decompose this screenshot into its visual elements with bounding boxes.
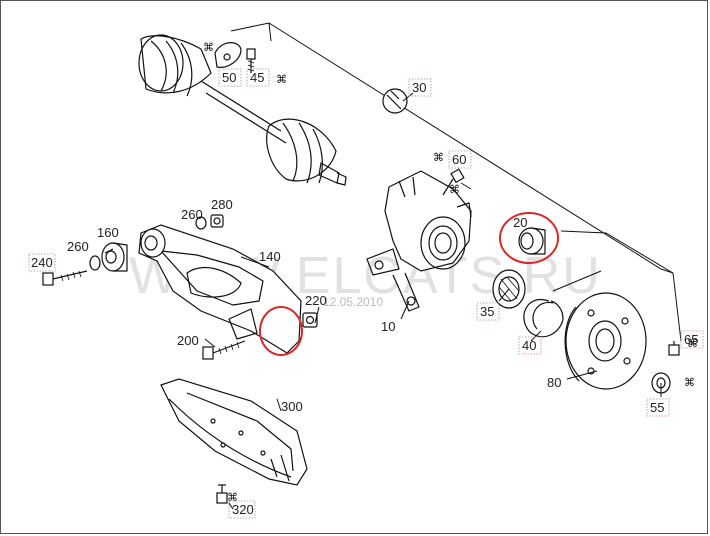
callout-280[interactable]: 280 bbox=[211, 197, 233, 212]
underbody-cover-300[interactable] bbox=[160, 378, 308, 486]
bushing-20[interactable] bbox=[518, 227, 546, 255]
svg-text:⌘: ⌘ bbox=[687, 337, 698, 350]
callout-60[interactable]: 60 bbox=[452, 152, 466, 167]
bushing-160[interactable] bbox=[101, 242, 128, 272]
bolt-200[interactable] bbox=[202, 340, 246, 360]
callout-55[interactable]: 50 bbox=[222, 70, 236, 85]
drive-shaft[interactable] bbox=[138, 34, 347, 186]
wrench-icon bbox=[382, 88, 408, 114]
callout-300[interactable]: 300 bbox=[281, 399, 303, 414]
callout-labels: 50 45 30 60 20 280 260 160 260 240 140 2… bbox=[28, 68, 704, 519]
svg-text:⌘: ⌘ bbox=[227, 491, 238, 504]
screw-320[interactable] bbox=[216, 484, 228, 504]
washer-260-left[interactable] bbox=[89, 255, 101, 271]
highlight-ring-20 bbox=[499, 212, 559, 264]
svg-text:⌘: ⌘ bbox=[449, 183, 460, 196]
callout-leaders bbox=[104, 92, 662, 510]
callout-40[interactable]: 40 bbox=[522, 338, 536, 353]
svg-text:⌘: ⌘ bbox=[433, 151, 444, 164]
washer-260-top[interactable] bbox=[195, 216, 207, 230]
callout-20[interactable]: 20 bbox=[513, 215, 527, 230]
callout-140[interactable]: 140 bbox=[259, 249, 281, 264]
callout-45[interactable]: 55 bbox=[650, 400, 664, 415]
callout-320[interactable]: 320 bbox=[232, 502, 254, 517]
callout-35[interactable]: 35 bbox=[480, 304, 494, 319]
callout-200[interactable]: 200 bbox=[177, 333, 199, 348]
nut-280[interactable] bbox=[210, 214, 224, 228]
callout-260-left[interactable]: 260 bbox=[67, 239, 89, 254]
control-arm-140[interactable] bbox=[138, 224, 302, 354]
highlight-ring-arm-mount bbox=[259, 306, 303, 356]
bolt-65[interactable] bbox=[668, 341, 680, 356]
hub-flange-80[interactable] bbox=[564, 292, 647, 390]
wheel-carrier-10[interactable] bbox=[366, 170, 472, 312]
callout-80[interactable]: 80 bbox=[547, 375, 561, 390]
assembly-leader-lines bbox=[230, 22, 682, 342]
svg-text:⌘: ⌘ bbox=[276, 73, 287, 86]
callout-220[interactable]: 220 bbox=[305, 293, 327, 308]
bolt-50[interactable] bbox=[246, 48, 256, 73]
svg-text:⌘: ⌘ bbox=[203, 41, 214, 54]
bolt-60[interactable] bbox=[442, 168, 465, 196]
tool-icon: ⌘ ⌘ ⌘ ⌘ ⌘ ⌘ ⌘ bbox=[203, 41, 698, 504]
callout-10[interactable]: 10 bbox=[381, 319, 395, 334]
callout-30[interactable]: 30 bbox=[412, 80, 426, 95]
callout-160[interactable]: 160 bbox=[97, 225, 119, 240]
nut-220[interactable] bbox=[302, 312, 318, 328]
bracket-55[interactable] bbox=[214, 42, 242, 68]
callout-260-top[interactable]: 260 bbox=[181, 207, 203, 222]
bolt-240[interactable] bbox=[42, 270, 88, 286]
watermark-date: 12.05.2010 bbox=[323, 295, 383, 309]
callout-240[interactable]: 240 bbox=[31, 255, 53, 270]
callout-65[interactable]: 65 bbox=[684, 332, 698, 347]
svg-text:⌘: ⌘ bbox=[684, 376, 695, 389]
callout-50[interactable]: 45 bbox=[250, 70, 264, 85]
circlip-40[interactable] bbox=[523, 298, 564, 338]
